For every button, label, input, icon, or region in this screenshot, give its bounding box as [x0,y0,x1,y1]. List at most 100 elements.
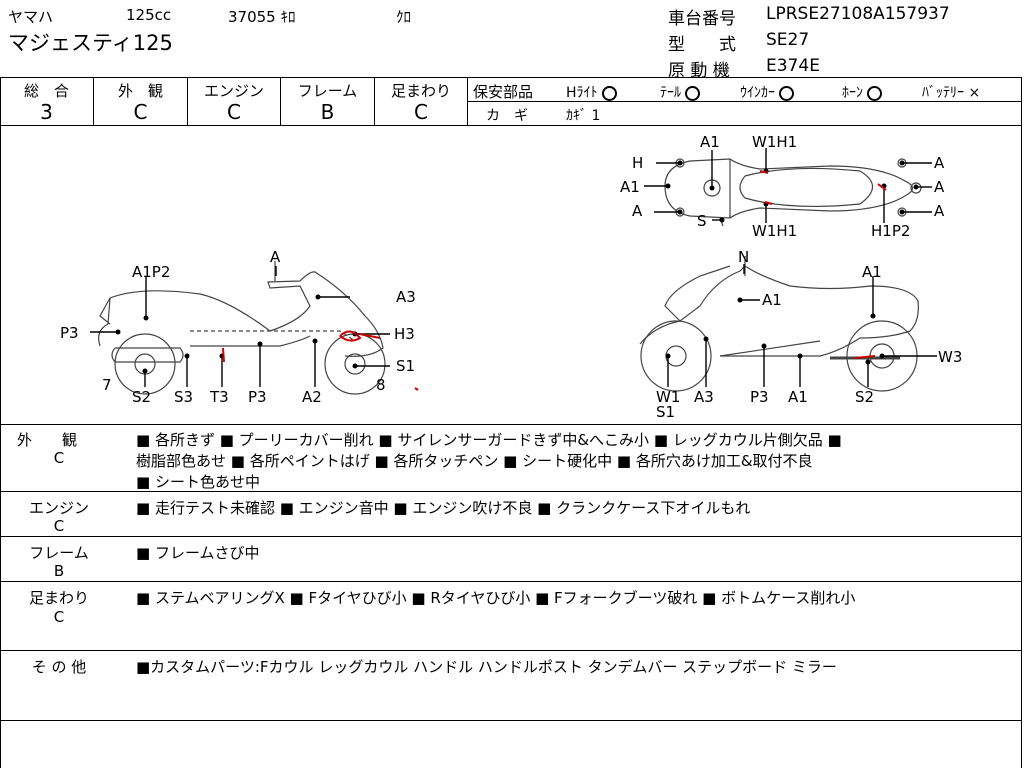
engine-label: 原 動 機 [668,61,730,81]
diag-left-label: 7 [102,376,112,394]
diag-left-label: A [270,248,281,266]
grade-value-engine: C [227,100,241,124]
diag-top-label: H [632,154,643,172]
divider [93,77,94,125]
diag-top-label: A [934,178,945,196]
diag-left-label: A1P2 [132,263,170,281]
safety-item-headlight: Hﾗｲﾄ [566,82,617,102]
diag-right-label: S2 [855,388,874,406]
diag-right-label: W3 [938,348,962,366]
diag-top-label: W1H1 [752,133,797,151]
remark-label-frame: フレーム [29,544,89,562]
displacement: 125cc [126,6,172,24]
safety-item-tail: ﾃｰﾙ [660,82,700,102]
safety-item-horn: ﾎｰﾝ [842,82,882,102]
divider [0,491,1022,492]
diag-left-label: S2 [132,388,151,406]
frame-no-label: 車台番号 [668,9,736,29]
diag-right-label: A1 [788,388,808,406]
grade-label-overall: 総 合 [23,82,69,100]
remark-label-suspension: 足まわり [28,589,89,607]
remark-line: 樹脂部色あせ ■ 各所ペイントはげ ■ 各所タッチペン ■ シート硬化中 ■ 各… [136,452,813,470]
diag-top-label: A1 [700,133,720,151]
remark-label-other: そ の 他 [31,658,87,676]
diag-left-label: H3 [394,325,415,343]
diag-left-label: A3 [396,288,416,306]
diag-left-label: 8 [376,376,386,394]
ok-circle-icon [685,85,700,101]
diag-left-label: S3 [174,388,193,406]
divider [0,581,1022,582]
grade-label-suspension: 足まわり [390,82,451,100]
maker: ヤマハ [8,8,54,26]
remark-grade-exterior: C [53,449,65,467]
divider [187,77,188,125]
ok-circle-icon [867,85,882,101]
color: ｸﾛ [396,8,412,26]
safety-item-name: ﾎｰﾝ [842,85,863,101]
diag-right-label: A1 [762,291,782,309]
divider [468,101,1022,102]
divider [0,720,1022,721]
key-label: カ ギ [486,108,528,124]
scooter-left-view [98,261,386,395]
type-label: 型 式 [668,35,736,55]
divider [280,77,281,125]
safety-item-winker: ｳｲﾝｶｰ [740,82,794,102]
ok-circle-icon [779,85,794,101]
remark-label-exterior: 外 観 [16,431,77,449]
grade-value-overall: 3 [40,100,53,124]
safety-item-battery: ﾊﾞｯﾃﾘｰ × [922,82,980,102]
remark-label-engine: エンジン [28,499,89,517]
remark-line: ■ ステムベアリングX ■ Fタイヤひび小 ■ Rタイヤひび小 ■ Fフォークブ… [136,589,856,607]
frame-no: LPRSE27108A157937 [766,4,950,24]
diag-top-label: A [632,202,643,220]
mileage: 37055 ｷﾛ [228,8,296,26]
grade-label-frame: フレーム [297,82,358,100]
diag-top-label: A [934,154,945,172]
diag-right-label: P3 [750,388,769,406]
safety-item-name: ﾃｰﾙ [660,85,681,101]
ng-cross-icon: × [968,85,981,101]
safety-item-name: ﾊﾞｯﾃﾘｰ [922,85,964,101]
type-value: SE27 [766,30,810,50]
diag-top-label: A [934,202,945,220]
divider [0,650,1022,651]
divider [0,536,1022,537]
grade-value-frame: B [320,100,335,124]
diag-top-label: S [697,212,707,230]
remark-grade-frame: B [53,562,65,580]
divider [1021,77,1022,768]
remark-grade-engine: C [53,517,65,535]
remark-line: ■カスタムパーツ:Fカウル レッグカウル ハンドル ハンドルポスト タンデムバー… [136,658,837,676]
key-value: ｶｷﾞ 1 [566,108,601,124]
diag-left-label: A2 [302,388,322,406]
engine-type: E374E [766,56,820,76]
remark-line: ■ フレームさび中 [136,544,260,562]
safety-item-name: Hﾗｲﾄ [566,85,598,101]
damage-diagram: A A1P2 A3 P3 H3 S1 7 8 S2 S3 T3 P3 A2 N … [60,133,962,421]
divider [0,424,1022,425]
diag-top-label: A1 [620,178,640,196]
diag-left-label: S1 [396,357,415,375]
safety-label: 保安部品 [473,83,534,101]
safety-item-name: ｳｲﾝｶｰ [740,85,775,101]
divider [0,77,1022,78]
grade-value-exterior: C [133,100,148,124]
divider [0,125,1022,126]
remark-line: ■ 走行テスト未確認 ■ エンジン音中 ■ エンジン吹け不良 ■ クランクケース… [136,499,751,517]
diag-left-label: T3 [209,388,229,406]
ok-circle-icon [601,85,617,101]
remark-grade-suspension: C [53,608,65,626]
grade-label-engine: エンジン [203,82,264,100]
diag-right-label: W1 [656,388,680,406]
divider [0,77,1,768]
diag-left-label: P3 [60,324,79,342]
divider [467,77,468,125]
model-name: マジェスティ125 [8,31,173,55]
remark-line: ■ 各所きず ■ プーリーカバー削れ ■ サイレンサーガードきず中&へこみ小 ■… [136,431,842,449]
diag-left-label: P3 [248,388,267,406]
diag-top-label: H1P2 [871,222,910,240]
remark-line: ■ シート色あせ中 [136,473,260,491]
divider [374,77,375,125]
